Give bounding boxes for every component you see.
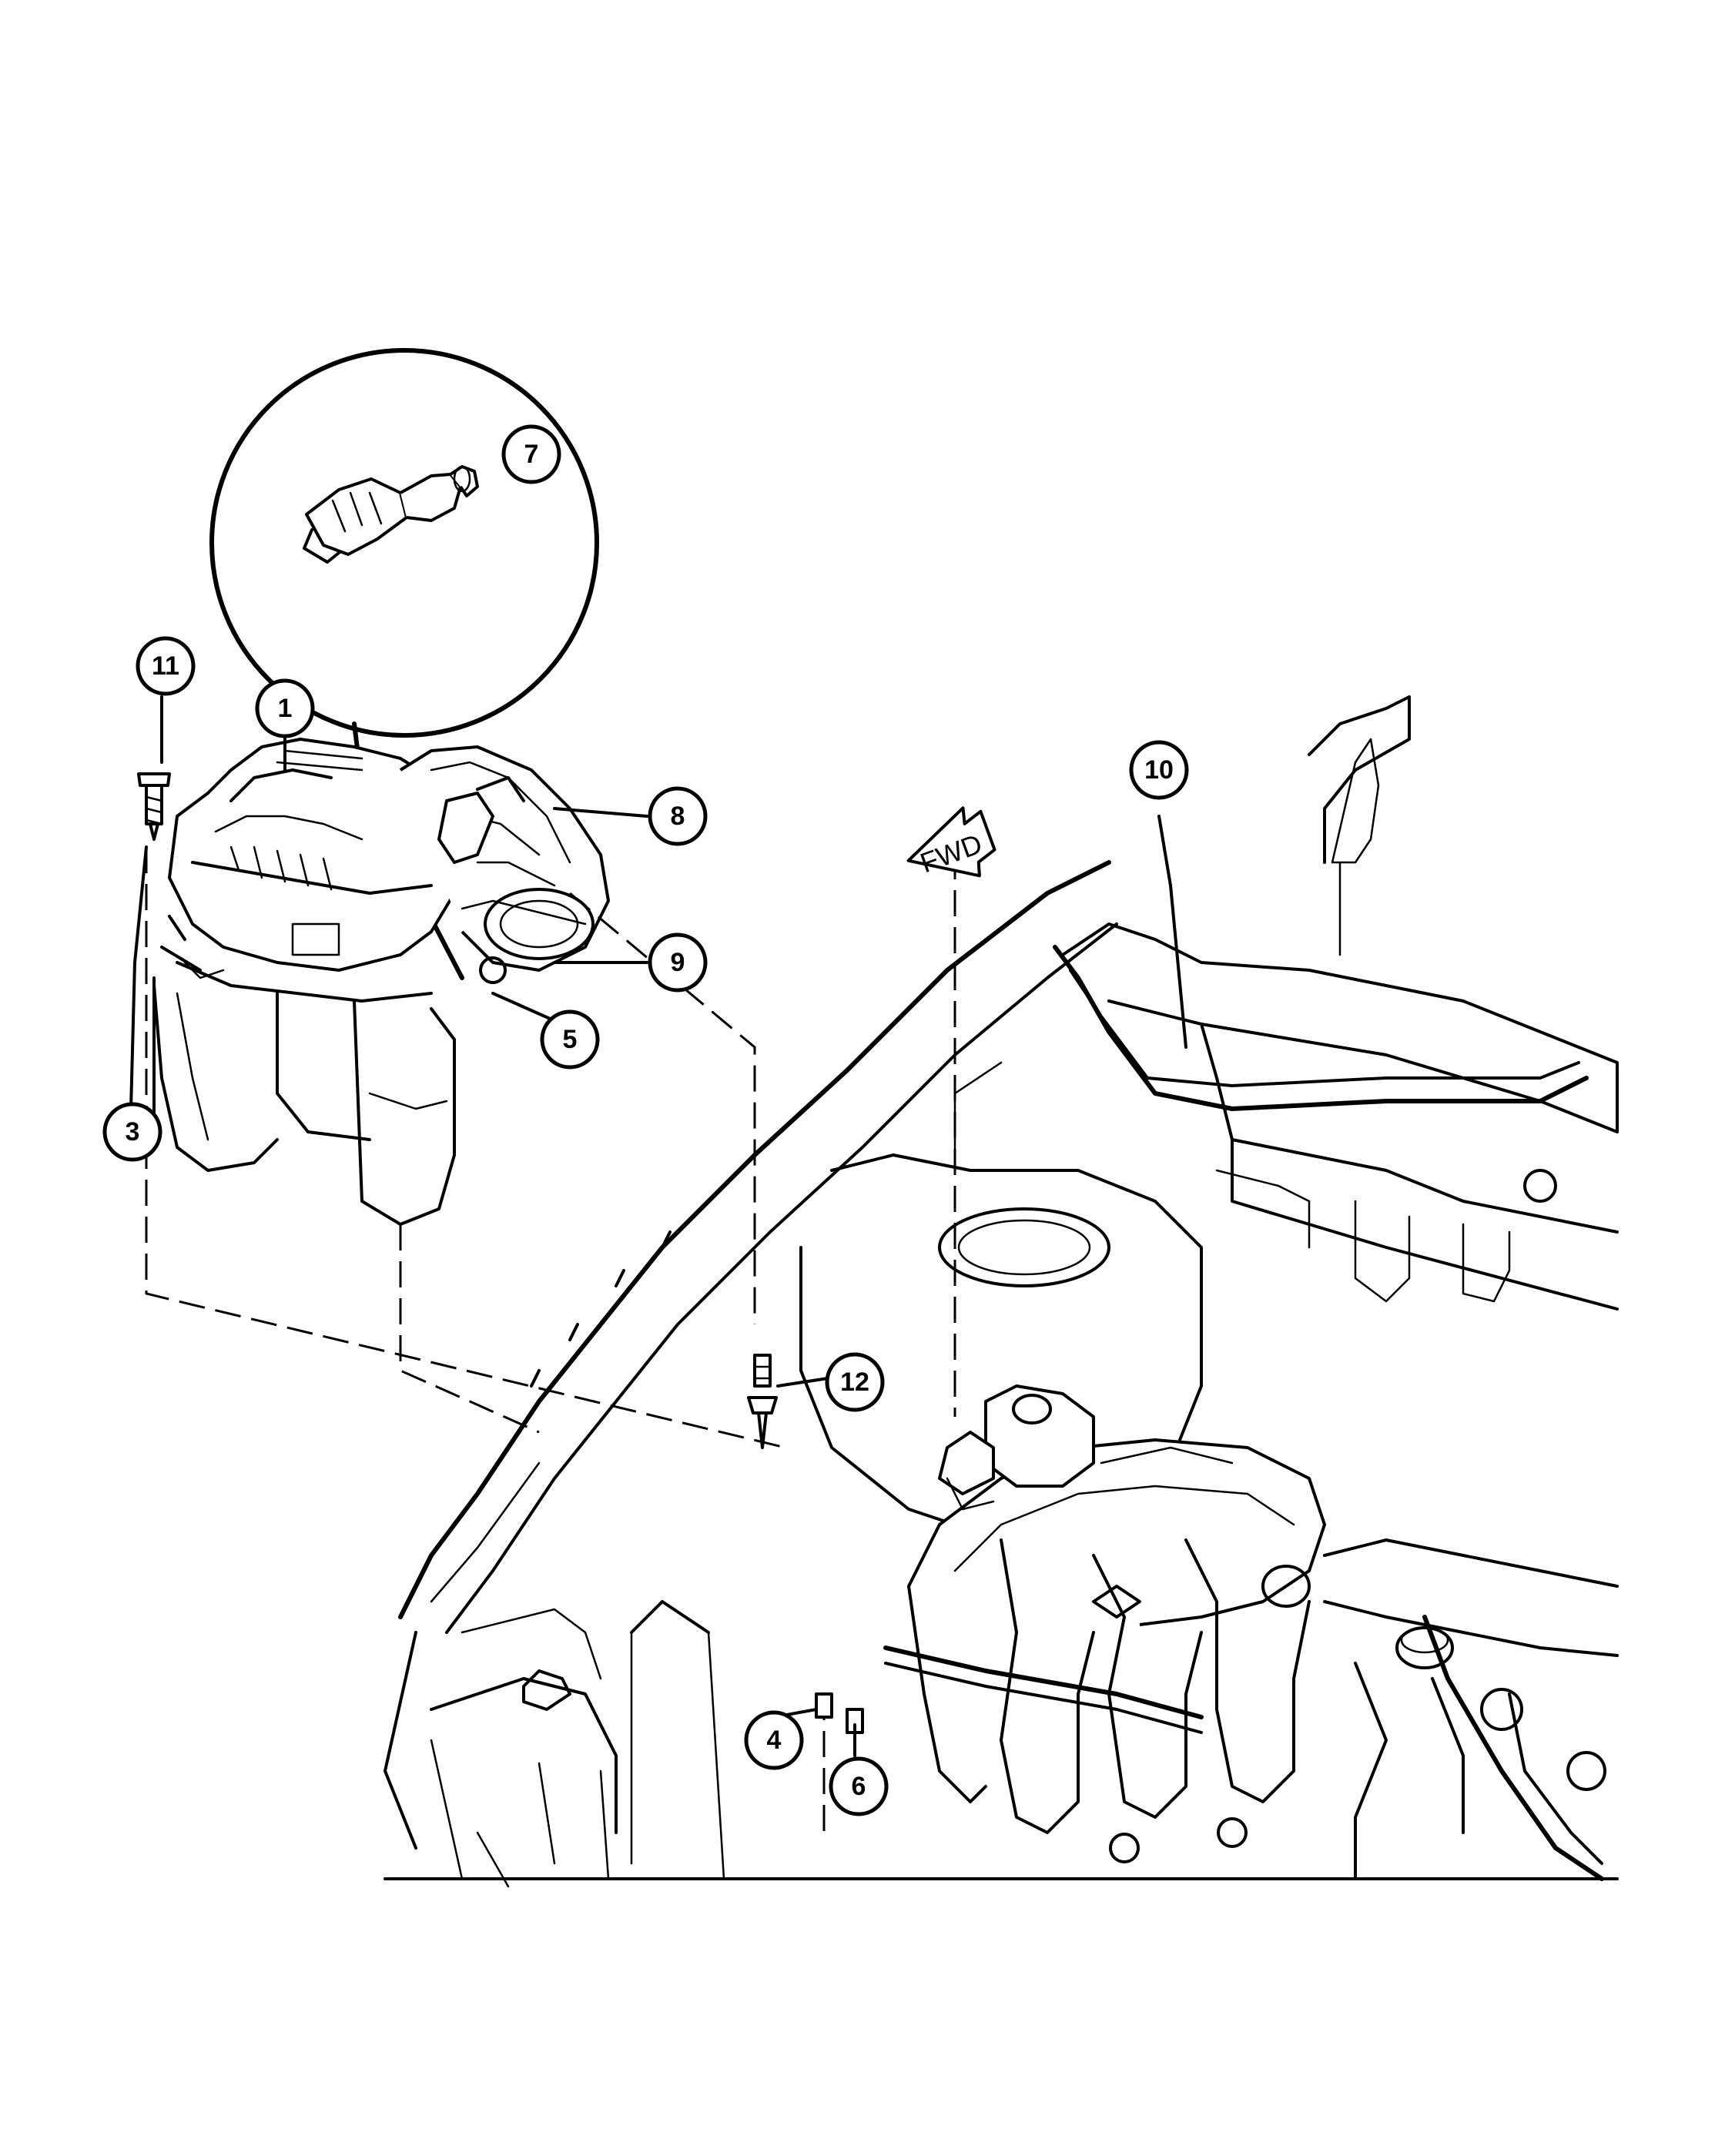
air-temperature-sensor bbox=[303, 465, 479, 564]
callout-6: 6 bbox=[829, 1756, 889, 1816]
clip-6 bbox=[846, 1708, 864, 1734]
callout-10: 10 bbox=[1129, 740, 1189, 800]
callout-3-label: 3 bbox=[126, 1117, 140, 1147]
callout-9-label: 9 bbox=[671, 948, 685, 977]
air-cleaner-housing bbox=[152, 738, 456, 1226]
callout-12: 12 bbox=[825, 1352, 885, 1412]
sensor-4 bbox=[815, 1692, 833, 1719]
callout-10-label: 10 bbox=[1144, 755, 1174, 785]
callout-5-label: 5 bbox=[563, 1025, 578, 1054]
callout-5: 5 bbox=[540, 1009, 600, 1070]
bolt bbox=[137, 772, 171, 841]
callout-7-label: 7 bbox=[524, 440, 539, 469]
callout-1-label: 1 bbox=[278, 694, 293, 723]
callout-7: 7 bbox=[501, 424, 561, 484]
forward-direction-arrow: FWD bbox=[906, 806, 996, 879]
air-inlet-hose bbox=[399, 745, 610, 984]
callout-9: 9 bbox=[648, 932, 708, 993]
callout-8-label: 8 bbox=[671, 802, 685, 831]
callout-8: 8 bbox=[648, 786, 708, 846]
vehicle-body-structure bbox=[384, 695, 1619, 1888]
callout-4-label: 4 bbox=[767, 1726, 782, 1755]
push-pin-retainer bbox=[747, 1354, 778, 1449]
callout-1: 1 bbox=[255, 678, 315, 738]
callout-12-label: 12 bbox=[840, 1368, 869, 1397]
engine-right-components bbox=[1109, 1538, 1619, 1881]
callout-11-label: 11 bbox=[152, 651, 179, 681]
intake-manifold bbox=[883, 1438, 1326, 1834]
callout-3: 3 bbox=[102, 1102, 162, 1162]
callout-11: 11 bbox=[136, 636, 196, 696]
callout-6-label: 6 bbox=[852, 1772, 866, 1801]
assembly-lines bbox=[145, 816, 956, 1833]
throttle-body bbox=[938, 1384, 1095, 1511]
callout-4: 4 bbox=[744, 1710, 804, 1770]
